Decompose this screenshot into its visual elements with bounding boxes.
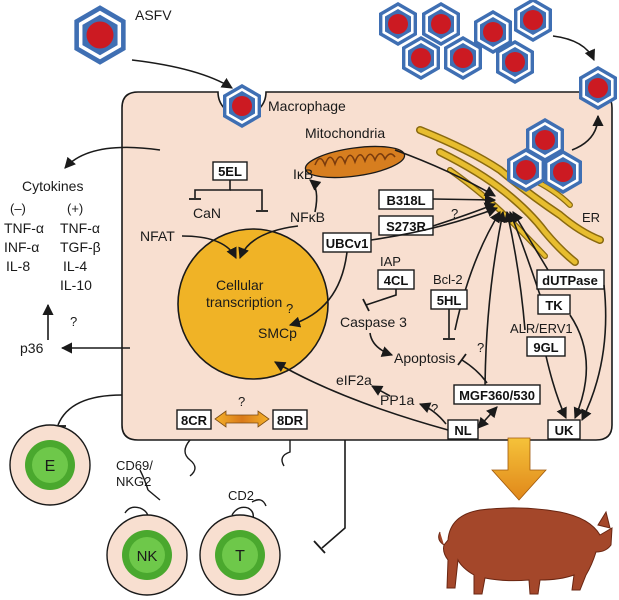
cytokine-il4: IL-4 bbox=[63, 258, 87, 274]
inhibit-e-line bbox=[57, 394, 123, 426]
mitochondria-label: Mitochondria bbox=[305, 125, 385, 141]
gene-mgf360-530-box bbox=[453, 384, 541, 405]
nucleus-label-line2: transcription bbox=[206, 294, 282, 310]
cd69-label-line2: NKG2 bbox=[116, 474, 151, 489]
cell-e-label: E bbox=[45, 458, 56, 475]
cell-t-label: T bbox=[235, 548, 245, 565]
bcl2-label: Bcl-2 bbox=[433, 272, 463, 287]
disease-outcome-arrow bbox=[491, 437, 547, 501]
caspase3-label: Caspase 3 bbox=[340, 314, 407, 330]
asfv-virion-icon bbox=[74, 5, 126, 65]
cell-e: E bbox=[9, 424, 91, 506]
gene-dutpase-box bbox=[536, 269, 605, 290]
can-label: CaN bbox=[193, 205, 221, 221]
iap-label: IAP bbox=[380, 254, 401, 269]
ikb-label: IκB bbox=[293, 166, 313, 182]
5el-inhibit-nfkb bbox=[230, 189, 263, 210]
pp1a-label: PP1a bbox=[380, 392, 414, 408]
apoptosis-question: ? bbox=[477, 340, 484, 355]
asfv-label: ASFV bbox=[135, 7, 172, 23]
gene-9gl-label: 9GL bbox=[533, 340, 558, 355]
gene-b318l-label: B318L bbox=[386, 193, 425, 208]
nfkb-label: NFκB bbox=[290, 209, 325, 225]
gene-s273r-label: S273R bbox=[386, 219, 426, 234]
5el-inhibit-can bbox=[194, 180, 231, 198]
gene-tk-label: TK bbox=[545, 298, 563, 313]
cytokine-il10: IL-10 bbox=[60, 277, 92, 293]
nl-to-nucleus-arrow bbox=[274, 361, 449, 431]
cd69-label-line1: CD69/ bbox=[116, 458, 153, 473]
9gl-to-uk-arrow bbox=[545, 355, 567, 420]
p36-label: p36 bbox=[20, 340, 44, 356]
cd2-label: CD2 bbox=[228, 488, 254, 503]
er-label: ER bbox=[582, 210, 600, 225]
nucleus-circle bbox=[177, 228, 329, 380]
cytokine-infa: INF-α bbox=[4, 239, 39, 255]
inhibit-t-line bbox=[321, 440, 346, 549]
cell-nk-label: NK bbox=[137, 548, 158, 565]
cytokine-il8: IL-8 bbox=[6, 258, 30, 274]
dutpase-to-uk-arrow bbox=[581, 284, 607, 422]
s273r-question: ? bbox=[451, 206, 458, 221]
nfkb-to-nucleus-arrow bbox=[238, 225, 299, 260]
macrophage-label: Macrophage bbox=[268, 98, 346, 114]
cell-t: T bbox=[199, 514, 281, 596]
apoptosis-label: Apoptosis bbox=[394, 350, 455, 366]
cytokine-tnfa-up: TNF-α bbox=[60, 220, 100, 236]
replication-arrows bbox=[370, 149, 549, 396]
cytokines-plus-label: (+) bbox=[67, 201, 83, 216]
pig-icon bbox=[438, 507, 613, 595]
eif2a-label: eIF2a bbox=[336, 372, 372, 388]
alr-erv1-label: ALR/ERV1 bbox=[510, 321, 573, 336]
nucleus-label-line1: Cellular bbox=[216, 277, 264, 293]
pp1a-question: ? bbox=[431, 401, 438, 416]
cytokine-tnfa-down: TNF-α bbox=[4, 220, 44, 236]
nl-mgf-link-arrow bbox=[477, 406, 498, 429]
gene-4cl-label: 4CL bbox=[384, 273, 409, 288]
nfat-to-nucleus-arrow bbox=[181, 235, 237, 260]
pp1a-to-eif2a-arrow bbox=[371, 385, 391, 397]
gene-8dr-label: 8DR bbox=[277, 413, 304, 428]
4cl-inhibit-caspase bbox=[365, 289, 397, 306]
gene-nl-label: NL bbox=[454, 423, 471, 438]
8cr-8dr-double-arrow bbox=[214, 410, 270, 428]
8cr-8dr-question: ? bbox=[238, 394, 245, 409]
gene-mgf360-530-label: MGF360/530 bbox=[459, 388, 535, 403]
nfkb-to-ikb-arrow bbox=[309, 179, 322, 213]
cytokine-secretion-arrow bbox=[64, 146, 161, 169]
caspase-to-apoptosis-arrow bbox=[369, 332, 394, 357]
budding-arrow-top bbox=[552, 35, 595, 62]
nfat-label: NFAT bbox=[140, 228, 175, 244]
gene-uk-box bbox=[547, 419, 581, 440]
cytokine-tgfb: TGF-β bbox=[60, 239, 101, 255]
cytokines-minus-label: (–) bbox=[10, 201, 26, 216]
cytokines-label: Cytokines bbox=[22, 178, 83, 194]
mgf-inhibit-apoptosis bbox=[461, 359, 488, 384]
tk-to-uk-arrow bbox=[569, 314, 588, 420]
gene-tk-box bbox=[537, 294, 571, 315]
smcp-label: SMCp bbox=[258, 325, 297, 341]
mitochondrion-icon bbox=[304, 145, 406, 179]
gene-uk-label: UK bbox=[555, 423, 574, 438]
nl-to-pp1a-arrow bbox=[418, 402, 447, 425]
smcp-question: ? bbox=[286, 301, 293, 316]
gene-5el-label: 5EL bbox=[218, 164, 242, 179]
gene-5hl-label: 5HL bbox=[437, 293, 462, 308]
budding-arrow-right bbox=[571, 114, 604, 151]
gene-8cr-label: 8CR bbox=[181, 413, 208, 428]
gene-8dr-box bbox=[272, 409, 308, 430]
p36-question: ? bbox=[70, 314, 77, 329]
entry-arrow bbox=[131, 59, 233, 89]
gene-8cr-box bbox=[176, 409, 212, 430]
gene-ubcv1-label: UBCv1 bbox=[326, 236, 369, 251]
gene-dutpase-label: dUTPase bbox=[542, 273, 598, 288]
ubcv1-to-smcp-arrow bbox=[288, 251, 348, 328]
cell-nk: NK bbox=[106, 514, 188, 596]
